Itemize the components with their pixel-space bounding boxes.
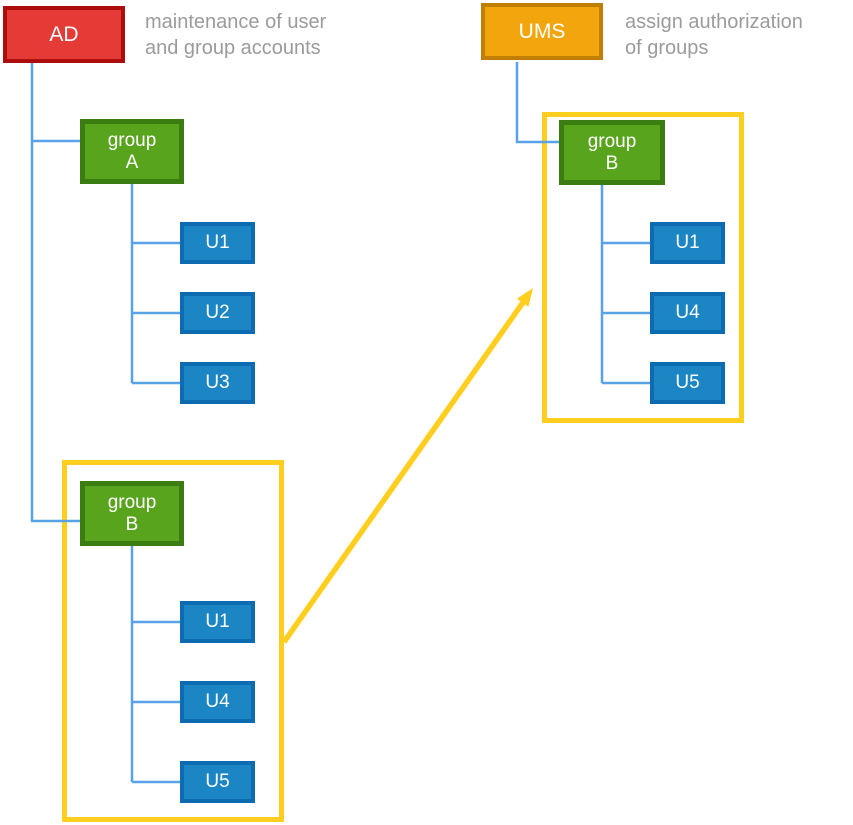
- ad-caption: maintenance of user and group accounts: [145, 11, 327, 59]
- group-b-ums-box: group B: [559, 120, 665, 185]
- group-b-ums-label-line2: B: [605, 152, 619, 174]
- user-box-ad-group-b-u5: U5: [180, 761, 255, 803]
- user-box-ums-group-b-u4: U4: [650, 292, 725, 334]
- user-box-ad-group-b-u1: U1: [180, 601, 255, 643]
- ums-system-box: UMS: [481, 3, 603, 60]
- group-b-ums-label-line1: group: [587, 130, 637, 152]
- user-box-ad-group-a-u1: U1: [180, 222, 255, 264]
- ums-system-label: UMS: [518, 19, 566, 43]
- group-a-label-line2: A: [125, 151, 139, 173]
- group-b-ad-label-line1: group: [107, 491, 157, 513]
- ad-system-label: AD: [49, 22, 79, 46]
- user-box-ad-group-a-u3: U3: [180, 362, 255, 404]
- highlight-frame-ad-group-b: [62, 460, 284, 822]
- group-a-label-line1: group: [107, 129, 157, 151]
- group-b-ad-label-line2: B: [125, 513, 139, 535]
- group-a-box: group A: [80, 119, 184, 184]
- ad-system-box: AD: [3, 6, 125, 63]
- user-box-ad-group-b-u4: U4: [180, 681, 255, 723]
- user-box-ums-group-b-u1: U1: [650, 222, 725, 264]
- ums-caption: assign authorization of groups: [625, 11, 803, 59]
- assign-arrow: [281, 288, 533, 644]
- user-box-ad-group-a-u2: U2: [180, 292, 255, 334]
- user-box-ums-group-b-u5: U5: [650, 362, 725, 404]
- highlight-frame-ums-group-b: [542, 112, 744, 423]
- group-b-ad-box: group B: [80, 481, 184, 546]
